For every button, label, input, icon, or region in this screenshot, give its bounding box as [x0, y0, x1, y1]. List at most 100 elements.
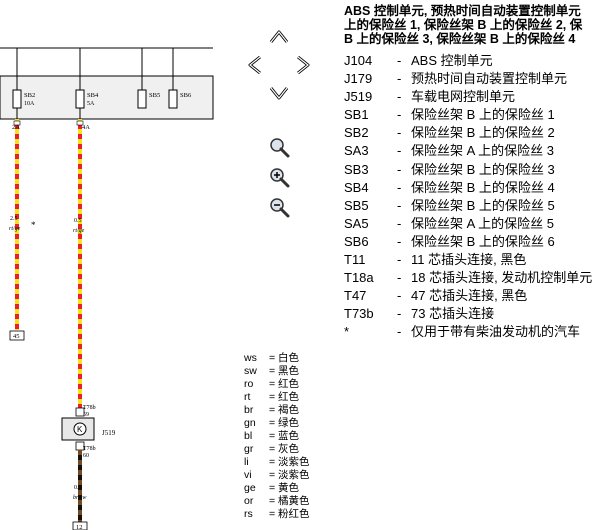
legend-dash: - — [397, 324, 402, 340]
legend-dash: - — [397, 197, 402, 213]
color-equals: = — [269, 352, 276, 364]
color-name: 灰色 — [278, 443, 299, 455]
diesel-note-marker: * — [31, 220, 36, 230]
color-code: li — [244, 456, 249, 468]
color-equals: = — [269, 378, 276, 390]
legend-code: SB3 — [344, 161, 369, 177]
legend-dash: - — [397, 161, 402, 177]
legend-desc: 保险丝架 B 上的保险丝 4 — [411, 179, 555, 195]
legend-dash: - — [397, 107, 402, 123]
legend-code: SA5 — [344, 215, 369, 231]
component-j519[interactable]: K — [61, 417, 95, 441]
wire-gauge: 2.5 — [10, 216, 18, 222]
wire-color-code: br/sw — [73, 495, 86, 501]
color-item: gr=灰色 — [244, 443, 344, 456]
legend-code: J519 — [344, 89, 373, 105]
color-code: gr — [244, 443, 254, 455]
legend-desc: 仅用于带有柴油发动机的汽车 — [411, 324, 581, 340]
arrow-up-icon[interactable] — [266, 24, 292, 50]
legend-dash: - — [397, 288, 402, 304]
legend-dash: - — [397, 89, 402, 105]
legend-item: T47-47 芯插头连接, 黑色 — [344, 287, 601, 305]
wire-gauge: 0.5 — [74, 218, 82, 224]
legend-desc: 保险丝架 B 上的保险丝 3 — [411, 161, 555, 177]
wire-color-code: rt/ge — [9, 226, 21, 232]
legend-item: SA5-保险丝架 A 上的保险丝 5 — [344, 215, 601, 233]
legend-item: SB4-保险丝架 B 上的保险丝 4 — [344, 179, 601, 197]
component-label: J519 — [102, 429, 116, 437]
fuse-label: SB4 — [87, 92, 99, 99]
color-equals: = — [269, 391, 276, 403]
legend-item: *-仅用于带有柴油发动机的汽车 — [344, 323, 601, 341]
color-name: 黑色 — [278, 365, 299, 377]
arrow-down-icon[interactable] — [266, 80, 292, 106]
legend-desc: 保险丝架 A 上的保险丝 3 — [411, 143, 555, 159]
legend-desc: 11 芯插头连接, 黑色 — [411, 252, 527, 268]
color-code: gn — [244, 417, 256, 429]
ground-pin-box[interactable] — [9, 330, 25, 341]
color-code: rt — [244, 391, 251, 403]
color-item: ge=黄色 — [244, 482, 344, 495]
wire-color-code: rt/ge — [73, 228, 85, 234]
color-equals: = — [269, 482, 276, 494]
color-name: 淡紫色 — [278, 456, 310, 468]
color-name: 白色 — [278, 352, 299, 364]
legend-desc: ABS 控制单元 — [411, 53, 493, 68]
legend-code: J104 — [344, 53, 373, 68]
legend-code: SB4 — [344, 179, 369, 195]
color-code: br — [244, 404, 254, 416]
legend-desc: 47 芯插头连接, 黑色 — [411, 288, 528, 304]
legend-item: SB6-保险丝架 B 上的保险丝 6 — [344, 233, 601, 251]
fuse-sb5[interactable]: SB5 — [137, 48, 160, 109]
arrow-right-icon[interactable] — [290, 52, 316, 78]
fuse-sb2[interactable]: SB2 10A — [12, 48, 35, 119]
wiring-diagram: SB2 10A SB4 5A SB5 SB6 2A 2.5 rt/ge * 45… — [0, 47, 214, 530]
color-code: ws — [244, 352, 257, 364]
legend-desc: 车载电网控制单元 — [411, 89, 516, 105]
ground-pin-label: 45 — [13, 333, 20, 340]
heading-line: 上的保险丝 1, 保险丝架 B 上的保险丝 2, 保 — [344, 18, 583, 32]
heading-line: ABS 控制单元, 预热时间自动装置控制单元 — [344, 4, 581, 18]
color-code: or — [244, 495, 254, 507]
color-code: bl — [244, 430, 253, 442]
magnifier-icon[interactable] — [266, 134, 292, 160]
color-equals: = — [269, 469, 276, 481]
color-name: 橘黄色 — [278, 495, 310, 507]
zoom-in-icon[interactable] — [266, 164, 292, 190]
arrow-left-icon[interactable] — [242, 52, 268, 78]
color-name: 黄色 — [278, 482, 299, 494]
color-code: sw — [244, 365, 257, 377]
ground-pin-box[interactable] — [72, 521, 88, 530]
legend-desc: 保险丝架 B 上的保险丝 2 — [411, 125, 555, 141]
color-name: 粉红色 — [278, 508, 310, 520]
fuse-sb6[interactable]: SB6 — [168, 48, 192, 109]
pin-label: T78b — [83, 405, 96, 411]
color-item: or =橘黄色 — [244, 495, 344, 508]
color-equals: = — [269, 430, 276, 442]
legend-item: T18a-18 芯插头连接, 发动机控制单元 — [344, 269, 601, 287]
color-item: rs =粉红色 — [244, 508, 344, 521]
legend-code: T11 — [344, 252, 366, 268]
terminal-marker — [76, 120, 84, 126]
color-item: gn=绿色 — [244, 417, 344, 430]
legend-item: SB5-保险丝架 B 上的保险丝 5 — [344, 197, 601, 215]
pin-label: T78b — [83, 446, 96, 452]
color-item: br=褐色 — [244, 404, 344, 417]
legend-code: J179 — [344, 71, 373, 87]
color-item: li=淡紫色 — [244, 456, 344, 469]
color-equals: = — [269, 495, 276, 507]
legend-dash: - — [397, 143, 402, 159]
legend-desc: 73 芯插头连接 — [411, 306, 495, 322]
color-item: bl=蓝色 — [244, 430, 344, 443]
fuse-sb4[interactable]: SB4 5A — [75, 48, 99, 119]
color-name: 红色 — [278, 391, 299, 403]
legend-dash: - — [397, 215, 402, 231]
legend-item: J179-预热时间自动装置控制单元 — [344, 70, 601, 88]
fuse-label: SB2 — [24, 92, 35, 99]
color-code: rs — [244, 508, 253, 520]
color-equals: = — [269, 508, 276, 520]
zoom-out-icon[interactable] — [266, 194, 292, 220]
legend-dash: - — [397, 71, 402, 87]
